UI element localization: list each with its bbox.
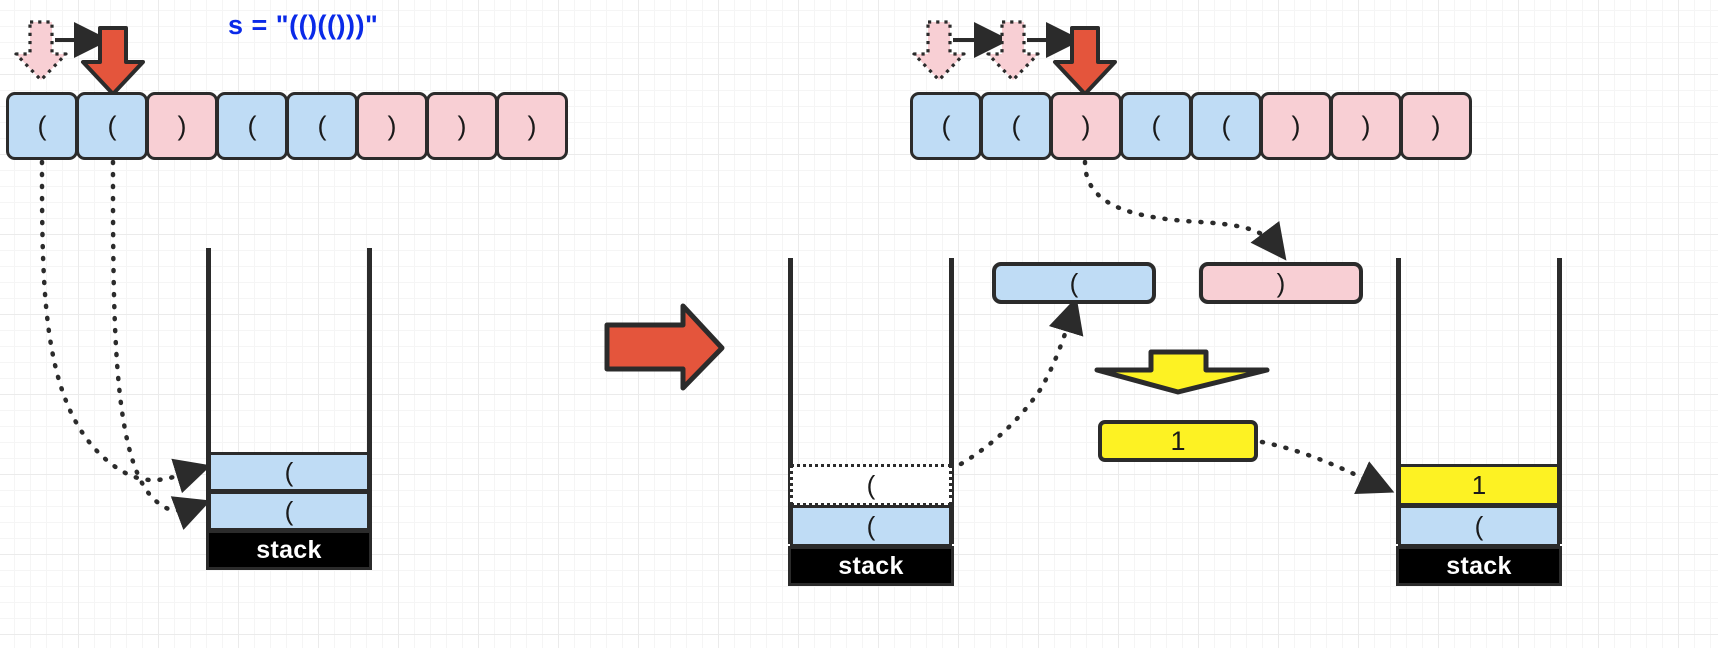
current-pointer-icon <box>1053 26 1117 96</box>
stack-cell[interactable]: ( <box>790 505 952 547</box>
stack-label: stack <box>1396 546 1562 586</box>
counter-push-connector <box>1259 439 1395 494</box>
stack-cell[interactable]: ( <box>1398 505 1560 547</box>
array-cell[interactable]: ( <box>76 92 148 160</box>
stack-wall-left <box>206 248 211 548</box>
stack-left: ( ( stack <box>206 248 372 570</box>
stack-cell[interactable]: ( <box>208 452 370 492</box>
current-pointer-icon <box>81 26 145 96</box>
array-cell[interactable]: ) <box>146 92 218 160</box>
current-token-connector <box>1082 159 1287 261</box>
array-cell[interactable]: ) <box>1400 92 1472 160</box>
array-cell[interactable]: ( <box>6 92 78 160</box>
stack-wall-left <box>1396 258 1401 544</box>
array-cell[interactable]: ( <box>1120 92 1192 160</box>
stack-cell[interactable]: ( <box>208 491 370 531</box>
stack-cell-popped[interactable]: ( <box>790 464 952 506</box>
array-cell[interactable]: ( <box>286 92 358 160</box>
merge-down-arrow-icon <box>1094 349 1270 395</box>
stack-wall-right <box>1557 258 1562 544</box>
array-cell[interactable]: ) <box>1260 92 1332 160</box>
ghost-pointer-icon <box>912 20 966 82</box>
array-cell[interactable]: ) <box>356 92 428 160</box>
popped-token[interactable]: ( <box>992 262 1156 304</box>
array-cell[interactable]: ) <box>496 92 568 160</box>
stack-after-push: 1 ( stack <box>1396 258 1562 586</box>
array-cell[interactable]: ) <box>1050 92 1122 160</box>
stack-wall-left <box>788 258 793 544</box>
ghost-pointer-icon <box>986 20 1040 82</box>
array-cell[interactable]: ) <box>1330 92 1402 160</box>
array-cell[interactable]: ( <box>910 92 982 160</box>
current-token[interactable]: ) <box>1199 262 1363 304</box>
stack-wall-right <box>949 258 954 544</box>
page-title: s = "(()(()))" <box>228 10 379 40</box>
stack-label: stack <box>788 546 954 586</box>
transition-arrow-icon <box>604 303 725 391</box>
counter-token[interactable]: 1 <box>1098 420 1258 462</box>
array-cell[interactable]: ) <box>426 92 498 160</box>
stack-cell-counter[interactable]: 1 <box>1398 464 1560 506</box>
stack-before-pop: ( ( stack <box>788 258 954 586</box>
stack-wall-right <box>367 248 372 548</box>
array-cell[interactable]: ( <box>980 92 1052 160</box>
stack-label: stack <box>206 530 372 570</box>
push-connector-1 <box>110 159 211 530</box>
ghost-pointer-icon <box>14 20 68 82</box>
array-cell[interactable]: ( <box>1190 92 1262 160</box>
push-connector-0 <box>39 159 212 494</box>
array-cell[interactable]: ( <box>216 92 288 160</box>
